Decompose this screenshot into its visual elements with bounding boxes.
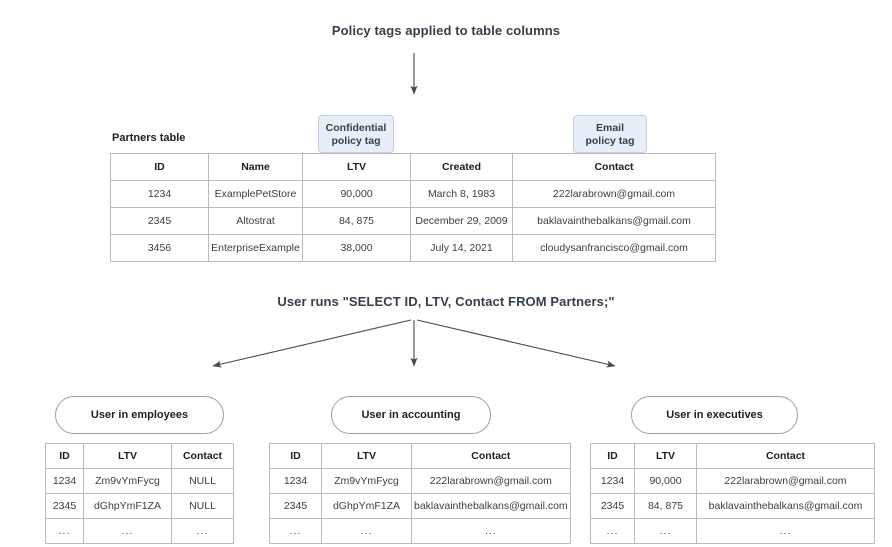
table-row-ellipsis: ... ... ... <box>269 518 571 544</box>
column-header-ltv: LTV <box>302 153 411 181</box>
column-header-created: Created <box>410 153 513 181</box>
cell-contact: ... <box>696 518 875 544</box>
cell-ltv: Zm9vYmFycg <box>321 468 412 494</box>
cell-contact: ... <box>411 518 571 544</box>
cell-created: July 14, 2021 <box>410 234 513 262</box>
result-table-accounting: ID LTV Contact 1234 Zm9vYmFycg 222larabr… <box>269 443 571 544</box>
column-header-contact: Contact <box>411 443 571 469</box>
table-row: 1234 90,000 222larabrown@gmail.com <box>590 468 875 494</box>
table-header-row: ID LTV Contact <box>45 443 234 469</box>
cell-ltv: dGhpYmF1ZA <box>83 493 172 519</box>
cell-ltv: dGhpYmF1ZA <box>321 493 412 519</box>
column-header-ltv: LTV <box>634 443 697 469</box>
cell-ltv: Zm9vYmFycg <box>83 468 172 494</box>
partners-table: ID Name LTV Created Contact 1234 Example… <box>110 153 716 262</box>
role-label: User in executives <box>666 409 763 421</box>
cell-contact: baklavainthebalkans@gmail.com <box>411 493 571 519</box>
table-row: 1234 ExamplePetStore 90,000 March 8, 198… <box>110 180 716 208</box>
cell-name: ExamplePetStore <box>208 180 303 208</box>
table-row: 1234 Zm9vYmFycg 222larabrown@gmail.com <box>269 468 571 494</box>
arrow-query-to-executives <box>416 319 616 368</box>
result-table-employees: ID LTV Contact 1234 Zm9vYmFycg NULL 2345… <box>45 443 234 544</box>
table-row: 3456 EnterpriseExample 38,000 July 14, 2… <box>110 234 716 262</box>
table-header-row: ID Name LTV Created Contact <box>110 153 716 181</box>
result-table-executives: ID LTV Contact 1234 90,000 222larabrown@… <box>590 443 875 544</box>
role-node-executives[interactable]: User in executives <box>631 396 798 434</box>
column-header-id: ID <box>590 443 635 469</box>
cell-id: 1234 <box>590 468 635 494</box>
cell-id: 1234 <box>110 180 209 208</box>
cell-name: EnterpriseExample <box>208 234 303 262</box>
cell-id: ... <box>45 518 84 544</box>
table-row: 2345 dGhpYmF1ZA baklavainthebalkans@gmai… <box>269 493 571 519</box>
table-header-row: ID LTV Contact <box>269 443 571 469</box>
cell-id: ... <box>269 518 322 544</box>
column-header-contact: Contact <box>696 443 875 469</box>
cell-contact: 222larabrown@gmail.com <box>411 468 571 494</box>
cell-ltv: 84, 875 <box>634 493 697 519</box>
cell-id: 2345 <box>590 493 635 519</box>
cell-ltv: ... <box>83 518 172 544</box>
tag-label-line1: Email <box>595 122 624 134</box>
column-header-ltv: LTV <box>83 443 172 469</box>
arrow-query-to-employees <box>212 319 412 368</box>
table-row: 2345 Altostrat 84, 875 December 29, 2009… <box>110 207 716 235</box>
table-header-row: ID LTV Contact <box>590 443 875 469</box>
tag-label-line2: policy tag <box>331 135 381 147</box>
column-header-name: Name <box>208 153 303 181</box>
table-row-ellipsis: ... ... ... <box>45 518 234 544</box>
cell-contact: 222larabrown@gmail.com <box>696 468 875 494</box>
page-title: Policy tags applied to table columns <box>331 23 561 38</box>
table-row: 2345 dGhpYmF1ZA NULL <box>45 493 234 519</box>
table-row: 1234 Zm9vYmFycg NULL <box>45 468 234 494</box>
cell-contact: cloudysanfrancisco@gmail.com <box>512 234 716 262</box>
column-header-ltv: LTV <box>321 443 412 469</box>
cell-contact: ... <box>171 518 234 544</box>
cell-id: 2345 <box>45 493 84 519</box>
cell-ltv: 38,000 <box>302 234 411 262</box>
cell-created: March 8, 1983 <box>410 180 513 208</box>
cell-id: 1234 <box>269 468 322 494</box>
column-header-id: ID <box>269 443 322 469</box>
role-label: User in accounting <box>361 409 461 421</box>
confidential-policy-tag[interactable]: Confidential policy tag <box>318 115 394 153</box>
cell-ltv: ... <box>321 518 412 544</box>
column-header-id: ID <box>45 443 84 469</box>
cell-ltv: ... <box>634 518 697 544</box>
email-policy-tag[interactable]: Email policy tag <box>573 115 647 153</box>
tag-label-line2: policy tag <box>585 135 635 147</box>
partners-table-label: Partners table <box>112 132 186 144</box>
column-header-id: ID <box>110 153 209 181</box>
column-header-contact: Contact <box>512 153 716 181</box>
cell-ltv: 84, 875 <box>302 207 411 235</box>
cell-ltv: 90,000 <box>634 468 697 494</box>
cell-id: 2345 <box>269 493 322 519</box>
table-row: 2345 84, 875 baklavainthebalkans@gmail.c… <box>590 493 875 519</box>
cell-id: 3456 <box>110 234 209 262</box>
cell-id: 2345 <box>110 207 209 235</box>
cell-contact: NULL <box>171 468 234 494</box>
cell-contact: NULL <box>171 493 234 519</box>
table-row-ellipsis: ... ... ... <box>590 518 875 544</box>
cell-id: 1234 <box>45 468 84 494</box>
cell-contact: 222larabrown@gmail.com <box>512 180 716 208</box>
cell-created: December 29, 2009 <box>410 207 513 235</box>
tag-label-line1: Confidential <box>325 122 387 134</box>
cell-name: Altostrat <box>208 207 303 235</box>
column-header-contact: Contact <box>171 443 234 469</box>
cell-id: ... <box>590 518 635 544</box>
cell-ltv: 90,000 <box>302 180 411 208</box>
role-node-employees[interactable]: User in employees <box>55 396 224 434</box>
role-node-accounting[interactable]: User in accounting <box>331 396 491 434</box>
query-caption: User runs "SELECT ID, LTV, Contact FROM … <box>277 294 615 309</box>
role-label: User in employees <box>90 409 189 421</box>
cell-contact: baklavainthebalkans@gmail.com <box>696 493 875 519</box>
cell-contact: baklavainthebalkans@gmail.com <box>512 207 716 235</box>
